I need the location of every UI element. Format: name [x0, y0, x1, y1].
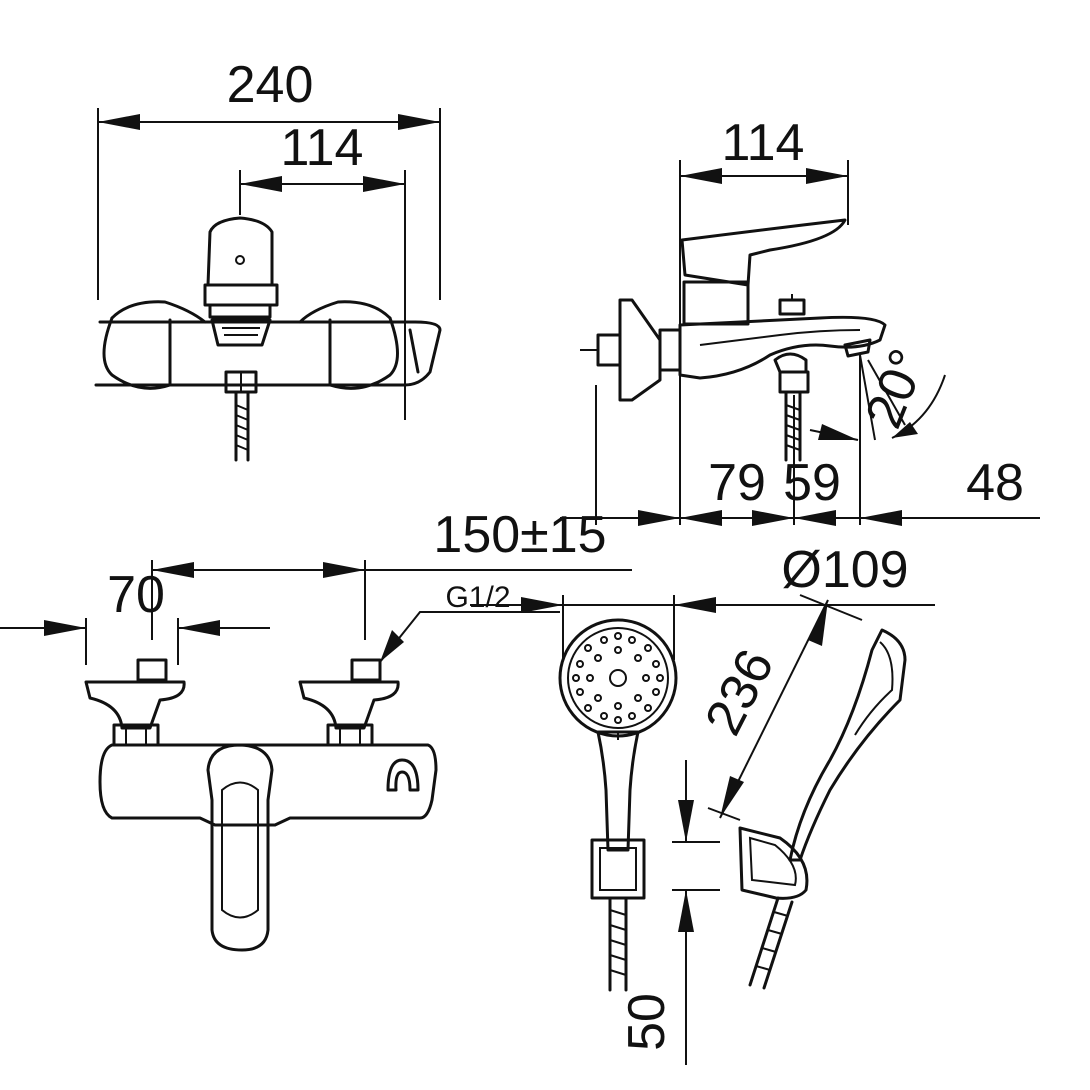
dimension-79: 79	[708, 454, 766, 512]
dimension-150-15: 150±15	[433, 506, 606, 564]
dimension-59: 59	[783, 454, 841, 512]
dimension-236: 236	[694, 640, 785, 744]
top-view	[0, 560, 632, 952]
dimension-70: 70	[107, 566, 165, 624]
dimension-240: 240	[227, 56, 314, 114]
hand-shower-view	[470, 594, 935, 1065]
thread-label-g1-2: G1/2	[445, 581, 510, 614]
dimension-50: 50	[618, 993, 676, 1051]
dimension-side-114: 114	[722, 114, 805, 172]
front-view	[94, 108, 442, 462]
dimension-angle-20: 20°	[855, 341, 938, 436]
dimension-diameter-109: Ø109	[781, 541, 908, 599]
dimension-front-114: 114	[281, 119, 364, 177]
dimension-48: 48	[966, 454, 1024, 512]
side-view	[560, 160, 1040, 526]
